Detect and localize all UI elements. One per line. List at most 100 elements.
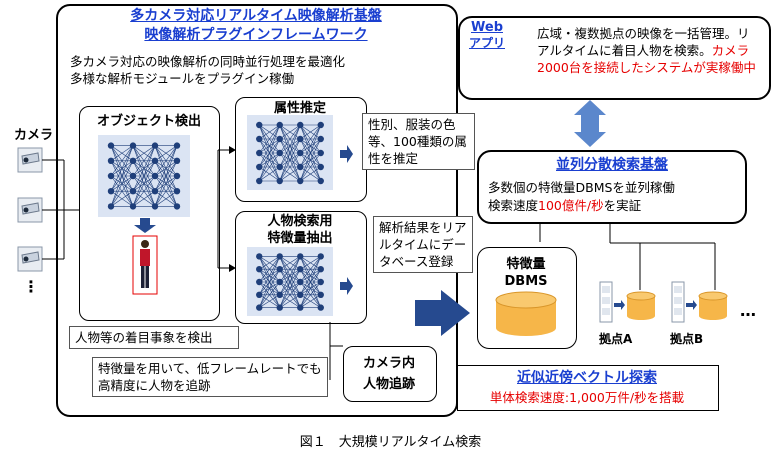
nn-node <box>151 188 159 195</box>
nn-edge <box>132 160 156 207</box>
nn-node <box>276 278 283 286</box>
nn-node <box>151 142 159 149</box>
nn-edge <box>258 269 281 308</box>
nn-edge <box>259 281 280 308</box>
nn-edge <box>154 145 178 207</box>
nn-edge <box>259 124 280 140</box>
nn-node <box>276 291 283 298</box>
nn-node <box>129 142 137 149</box>
nn-edge <box>300 256 321 283</box>
nn-node <box>297 291 304 298</box>
nn-edge <box>259 256 280 283</box>
nn-edge <box>132 175 156 207</box>
nn-edge <box>279 256 301 308</box>
nn-node <box>256 278 263 286</box>
camera-icon-1 <box>17 147 43 173</box>
nn-node <box>297 163 304 171</box>
nn-edge <box>300 256 321 270</box>
nn-edge <box>110 145 134 192</box>
nn-edge <box>154 190 178 207</box>
nn-edge <box>299 124 322 168</box>
nn-node <box>173 157 181 164</box>
nn-node <box>151 203 159 210</box>
framework-subtitle: 映像解析プラグインフレームワーク <box>144 27 368 43</box>
arrow-head-attribute <box>229 146 236 154</box>
nn-node <box>129 203 137 210</box>
nn-edge <box>279 166 301 182</box>
nn-node <box>317 163 324 171</box>
nn-edge <box>259 166 280 182</box>
dbms-panel <box>477 247 577 349</box>
tracking-note: 特徴量を用いて、低フレームレートでも高精度に人物を追跡 <box>92 357 328 397</box>
double-arrow <box>574 100 606 147</box>
object-detection-label: オブジェクト検出 <box>96 114 201 129</box>
nn-node <box>317 121 324 129</box>
nn-node <box>129 157 137 164</box>
nn-edge <box>300 152 321 182</box>
parallel-search-panel <box>477 150 747 224</box>
nn-edge <box>299 256 322 295</box>
nn-edge <box>258 124 281 168</box>
parallel-search-speed-prefix: 検索速度 <box>488 198 539 213</box>
nn-node <box>297 149 304 157</box>
tracking-lines <box>329 322 343 380</box>
tracking-label-line2: 人物追跡 <box>362 377 415 392</box>
camera-label: カメラ <box>14 128 54 143</box>
nn-node <box>256 163 263 171</box>
nn-node <box>173 172 181 180</box>
detection-down-arrow <box>134 218 156 233</box>
nn-node <box>129 172 137 180</box>
nn-node <box>107 172 115 180</box>
nn-node <box>297 121 304 129</box>
web-app-description-highlight: カメラ2000台を接続したシステムが実稼働中 <box>537 43 756 75</box>
nn-node <box>276 135 283 143</box>
nn-edge <box>132 145 156 207</box>
nn-node <box>317 135 324 143</box>
nn-edge <box>258 138 281 182</box>
nn-edge <box>299 269 322 308</box>
feature-output-arrow <box>340 277 353 295</box>
nn-node <box>276 149 283 157</box>
dbms-cylinder <box>495 291 557 336</box>
nn-edge <box>258 256 281 295</box>
nn-edge <box>259 294 280 308</box>
nn-edge <box>279 124 301 140</box>
nn-node <box>173 188 181 195</box>
register-arrow <box>415 290 470 336</box>
nn-edge <box>132 190 156 207</box>
nn-node <box>173 203 181 210</box>
nn-edge <box>110 145 134 162</box>
web-app-description-normal: 広域・複数拠点の映像を一括管理。リアルタイムに着目人物を検索。 <box>537 26 750 58</box>
feature-label-line2: 特徴量抽出 <box>267 231 333 246</box>
nn-node <box>276 266 283 273</box>
nn-node <box>256 177 263 185</box>
nn-node <box>297 135 304 143</box>
search-distribution-lines <box>539 222 716 290</box>
ann-panel <box>457 365 719 411</box>
nn-node <box>317 278 324 286</box>
attribute-network <box>247 115 333 190</box>
nn-node <box>256 304 263 311</box>
nn-edge <box>154 145 178 192</box>
ann-description: 単体検索速度:1,000万件/秒を搭載 <box>489 390 685 405</box>
nn-edge <box>300 124 321 140</box>
attribute-output-arrow <box>340 145 353 163</box>
nn-node <box>151 172 159 180</box>
nn-node <box>297 177 304 185</box>
nn-node <box>256 121 263 129</box>
nn-edge <box>279 294 301 308</box>
nn-node <box>317 266 324 273</box>
person-icon <box>132 235 158 295</box>
nn-node <box>276 177 283 185</box>
nn-edge <box>110 145 134 207</box>
nn-node <box>256 291 263 298</box>
nn-edge <box>132 145 156 177</box>
site-b-group <box>671 281 728 323</box>
camera-more: ⋮ <box>23 277 39 296</box>
parallel-search-speed-suffix: を実証 <box>603 198 642 213</box>
web-app-description: 広域・複数拠点の映像を一括管理。リアルタイムに着目人物を検索。カメラ2000台を… <box>537 25 762 76</box>
nn-node <box>256 266 263 273</box>
nn-node <box>276 163 283 171</box>
nn-edge <box>258 124 281 182</box>
